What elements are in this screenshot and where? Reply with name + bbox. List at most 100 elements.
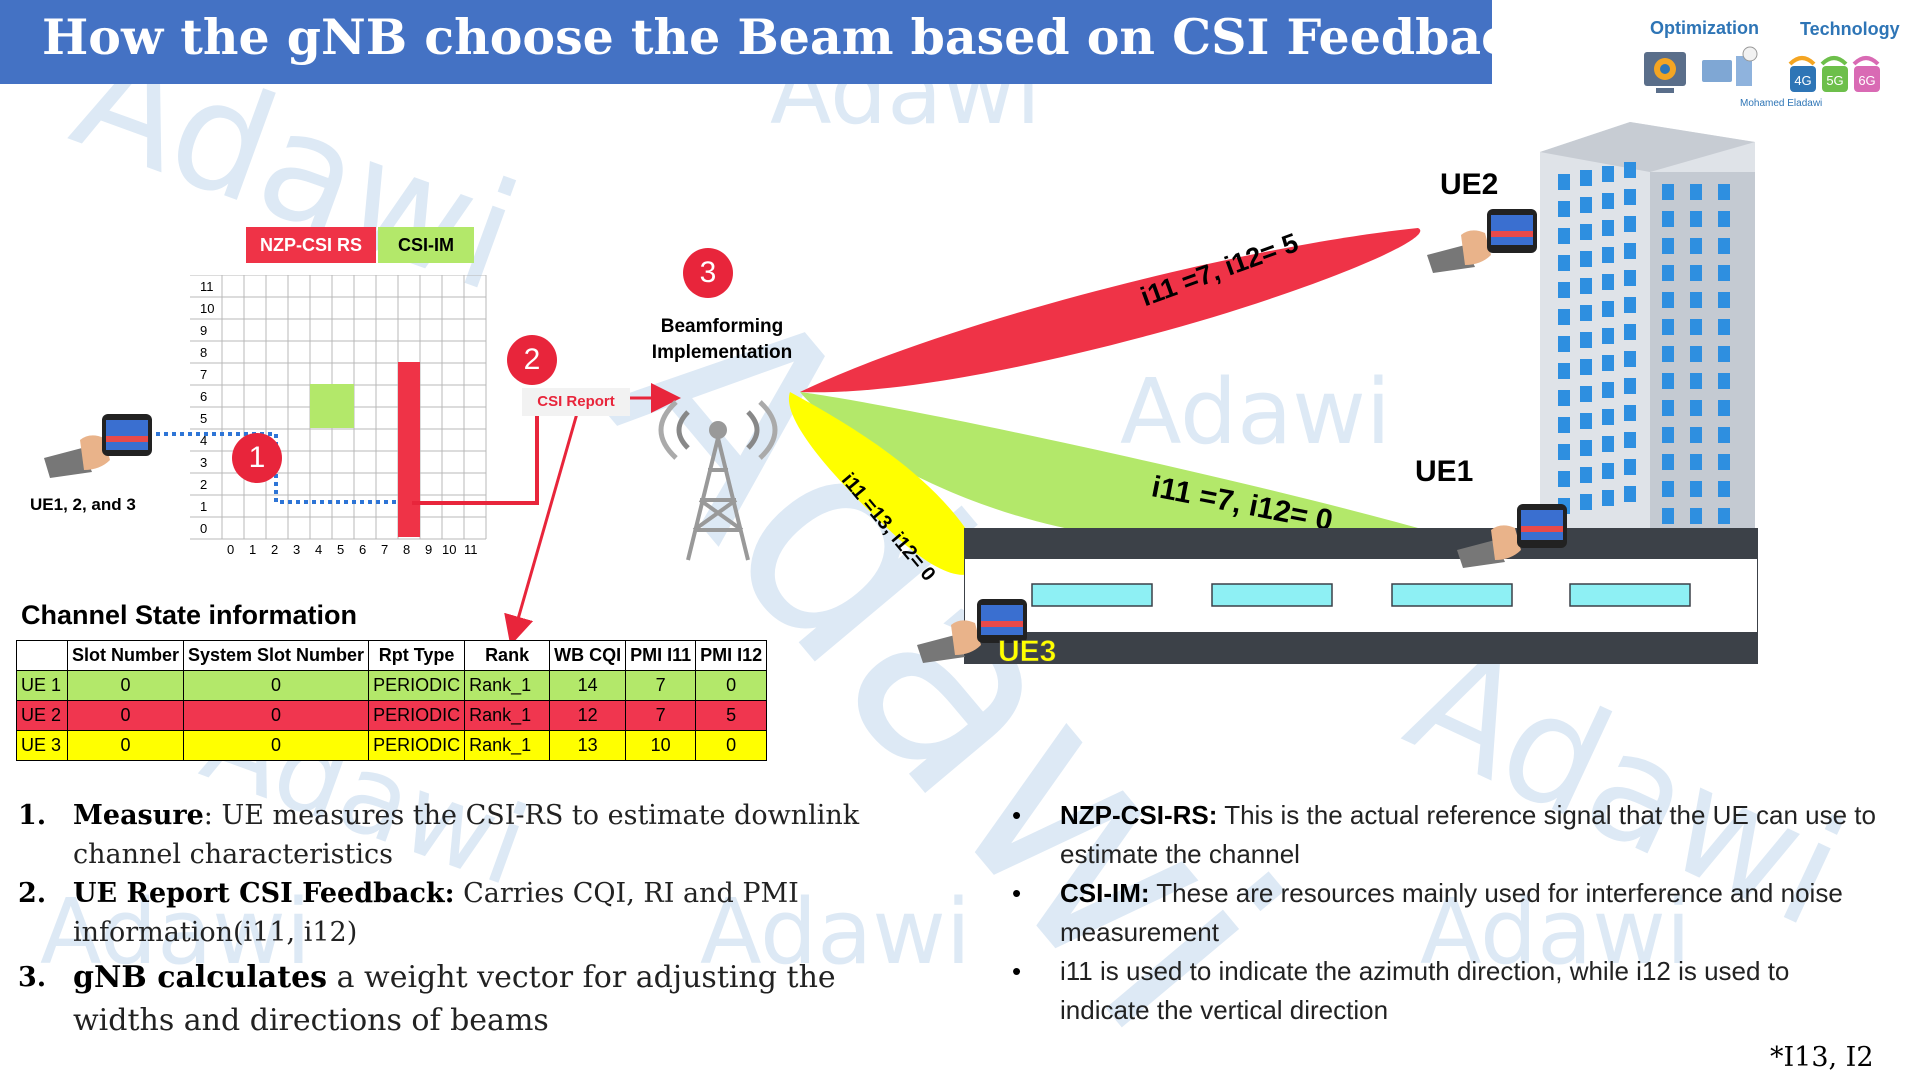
table-cell: 0: [66, 730, 185, 761]
grid-x-tick: 9: [425, 542, 433, 557]
table-cell: 7: [625, 670, 697, 701]
table-cell: PERIODIC: [368, 700, 466, 731]
table-header: PMI I11: [625, 640, 697, 671]
table-header: PMI I12: [695, 640, 768, 671]
nzp-csi-rs-column: [398, 362, 420, 537]
bullet-bold: NZP-CSI-RS:: [1060, 800, 1218, 830]
table-cell: 7: [625, 700, 697, 731]
beam-ue3-yellow: [788, 392, 979, 575]
bullet-body: This is the actual reference signal that…: [1060, 800, 1876, 869]
step-1-badge: 1: [232, 433, 282, 483]
logo-optimization-label: Optimization: [1650, 18, 1759, 38]
logo-icon: 4G 5G 6G: [1644, 46, 1880, 93]
bullet-item: • i11 is used to indicate the azimuth di…: [1012, 952, 1882, 1030]
numbered-list: 1. Measure: UE measures the CSI-RS to es…: [18, 796, 898, 1042]
bullet-body: These are resources mainly used for inte…: [1060, 878, 1843, 947]
grid-x-tick: 2: [271, 542, 279, 557]
legend-nzp-csi-rs: NZP-CSI RS: [246, 227, 376, 263]
footnote: *I13, I2: [1770, 1042, 1874, 1073]
table-cell: 10: [625, 730, 697, 761]
grid-x-tick: 3: [293, 542, 301, 557]
csi-report-label: CSI Report: [522, 388, 630, 416]
bullet-item: • CSI-IM: These are resources mainly use…: [1012, 874, 1882, 952]
table-cell: 0: [695, 730, 768, 761]
table-cell: PERIODIC: [368, 730, 466, 761]
title-bar: [0, 0, 1492, 84]
grid-x-tick: 0: [227, 542, 235, 557]
logo-author: Mohamed Eladawi: [1740, 98, 1823, 109]
grid-y-tick: 7: [200, 367, 208, 382]
ue1-label: UE1: [1415, 455, 1474, 488]
step-2-badge: 2: [507, 335, 557, 385]
antenna-tower-icon: [658, 400, 778, 561]
list-text: gNB calculates a weight vector for adjus…: [73, 956, 898, 1042]
table-cell: 5: [695, 700, 768, 731]
table-cell: 12: [549, 700, 627, 731]
table-cell: UE 3: [16, 730, 68, 761]
building-icon: [1540, 122, 1755, 552]
table-cell: 13: [549, 730, 627, 761]
list-item: 3. gNB calculates a weight vector for ad…: [18, 956, 898, 1042]
gen-badge-4g: 4G: [1794, 73, 1811, 88]
bullet-bold: CSI-IM:: [1060, 878, 1150, 908]
table-cell: Rank_1: [464, 700, 551, 731]
road-icon: [964, 528, 1758, 664]
bullet-item: • NZP-CSI-RS: This is the actual referen…: [1012, 796, 1882, 874]
csi-table: Slot Number System Slot Number Rpt Type …: [16, 640, 768, 761]
table-cell: 0: [183, 670, 370, 701]
table-cell: 14: [549, 670, 627, 701]
table-row: UE 3 0 0 PERIODIC Rank_1 13 10 0: [16, 730, 768, 761]
table-cell: 0: [183, 730, 370, 761]
list-bold: Measure: [73, 800, 204, 831]
list-bold: UE Report CSI Feedback:: [73, 878, 455, 909]
phone-in-hand-icon: [44, 414, 152, 478]
table-cell: 0: [66, 700, 185, 731]
list-bold: gNB calculates: [73, 960, 328, 995]
table-cell: Rank_1: [464, 670, 551, 701]
list-number: 1.: [18, 800, 47, 831]
table-header: Rank: [464, 640, 551, 671]
report-line: [412, 400, 539, 505]
ue2-label: UE2: [1440, 168, 1499, 201]
implementation-label: Implementation: [651, 342, 793, 363]
bullet-text: i11 is used to indicate the azimuth dire…: [1060, 952, 1882, 1030]
grid-x-tick: 5: [337, 542, 345, 557]
table-header: [16, 640, 68, 671]
list-number: 3.: [18, 962, 47, 993]
table-row: UE 2 0 0 PERIODIC Rank_1 12 7 5: [16, 700, 768, 731]
step-3-badge: 3: [683, 248, 733, 298]
grid-x-tick: 11: [464, 542, 478, 557]
list-item: 2. UE Report CSI Feedback: Carries CQI, …: [18, 874, 898, 952]
table-cell: 0: [66, 670, 185, 701]
bullet-icon: •: [1012, 956, 1022, 986]
beam-ue1-green: [800, 392, 1432, 546]
csi-im-block: [310, 384, 354, 428]
grid-y-tick: 0: [200, 521, 208, 536]
grid-y-tick: 11: [200, 279, 214, 294]
list-body: Carries CQI, RI and PMI information(i11,…: [73, 878, 799, 948]
table-header: Rpt Type: [368, 640, 466, 671]
bullet-icon: •: [1012, 878, 1022, 908]
page-title: How the gNB choose the Beam based on CSI…: [42, 8, 1574, 66]
gen-badge-5g: 5G: [1826, 73, 1843, 88]
bullet-text: CSI-IM: These are resources mainly used …: [1060, 874, 1882, 952]
gen-badge-6g: 6G: [1858, 73, 1875, 88]
report-to-table-arrow: [504, 409, 580, 646]
table-title: Channel State information: [21, 600, 358, 630]
ue3-label: UE3: [998, 635, 1057, 669]
logo-technology-label: Technology: [1800, 19, 1900, 39]
grid-y-tick: 4: [200, 433, 208, 448]
bullet-icon: •: [1012, 800, 1022, 830]
list-text: UE Report CSI Feedback: Carries CQI, RI …: [73, 874, 898, 952]
bullet-body: i11 is used to indicate the azimuth dire…: [1060, 956, 1790, 1025]
table-cell: 0: [183, 700, 370, 731]
grid-x-tick: 6: [359, 542, 367, 557]
table-header: Slot Number: [66, 640, 185, 671]
table-cell: Rank_1: [464, 730, 551, 761]
list-body: : UE measures the CSI-RS to estimate dow…: [73, 800, 860, 870]
ue1-phone-icon: [1457, 504, 1567, 568]
grid-x-tick: 8: [403, 542, 411, 557]
grid-x-tick: 4: [315, 542, 323, 557]
grid-x-tick: 7: [381, 542, 389, 557]
table-row: UE 1 0 0 PERIODIC Rank_1 14 7 0: [16, 670, 768, 701]
